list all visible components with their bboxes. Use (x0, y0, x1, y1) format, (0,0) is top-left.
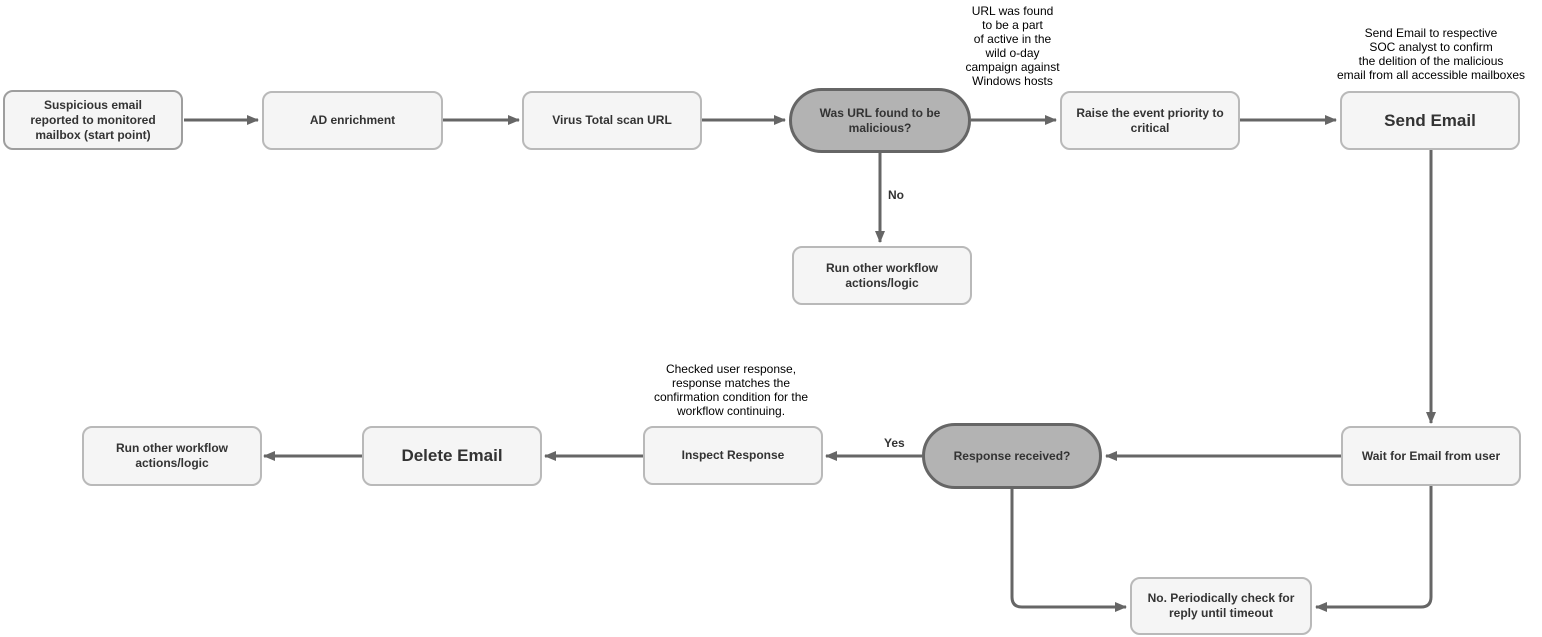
node-label: AD enrichment (309, 113, 396, 127)
node-label: Suspicious email reported to monitored m… (30, 97, 156, 142)
decision-response-received: Response received? (922, 423, 1102, 489)
node-label: Response received? (953, 448, 1071, 463)
edge-response-decision-to-periodic-check (1010, 489, 1127, 612)
node-raise-priority: Raise the event priority to critical (1060, 91, 1240, 150)
node-label: Raise the event priority to critical (1076, 105, 1224, 135)
node-label: No. Periodically check for reply until t… (1147, 591, 1295, 620)
node-periodic-check: No. Periodically check for reply until t… (1130, 577, 1312, 635)
node-virus-total-scan: Virus Total scan URL (522, 91, 702, 150)
node-label: Was URL found to be malicious? (819, 105, 941, 135)
node-label: Wait for Email from user (1361, 448, 1501, 463)
node-label: Run other workflow actions/logic (116, 441, 228, 470)
edge-label-yes: Yes (884, 436, 905, 450)
node-label: Send Email (1384, 110, 1476, 130)
node-run-other-workflow-bottom: Run other workflow actions/logic (82, 426, 262, 486)
edge-wait-to-periodic-check (1315, 486, 1433, 612)
annotation-url-campaign: URL was found to be a part of active in … (965, 4, 1060, 88)
node-wait-for-email: Wait for Email from user (1341, 426, 1521, 486)
node-send-email: Send Email (1340, 91, 1520, 150)
node-suspicious-email-start: Suspicious email reported to monitored m… (3, 90, 183, 150)
edge-label-no: No (888, 188, 904, 202)
annotation-inspect-response-note: Checked user response, response matches … (653, 362, 809, 418)
node-label: Inspect Response (681, 448, 785, 462)
annotation-send-email-note: Send Email to respective SOC analyst to … (1336, 26, 1526, 82)
node-label: Run other workflow actions/logic (826, 260, 938, 290)
decision-url-malicious: Was URL found to be malicious? (789, 88, 971, 153)
node-ad-enrichment: AD enrichment (262, 91, 443, 150)
node-run-other-workflow-top: Run other workflow actions/logic (792, 246, 972, 305)
node-label: Delete Email (401, 446, 503, 465)
node-inspect-response: Inspect Response (643, 426, 823, 485)
node-delete-email: Delete Email (362, 426, 542, 486)
node-label: Virus Total scan URL (552, 113, 672, 127)
